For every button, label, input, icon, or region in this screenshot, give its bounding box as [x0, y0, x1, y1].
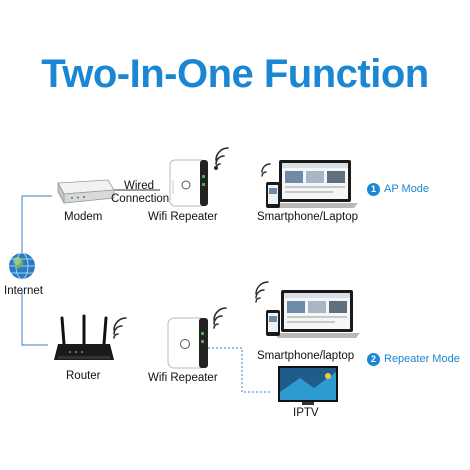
- mode-number: 2: [367, 353, 380, 366]
- laptop-icon: [274, 290, 360, 338]
- wifi-repeater-label: Wifi Repeater: [148, 372, 218, 384]
- globe-icon: [9, 252, 35, 280]
- mode-badge-repeater: 2 Repeater Mode: [367, 352, 460, 367]
- router-icon: [54, 314, 114, 360]
- mode-number: 1: [367, 183, 380, 196]
- wifi-signal-icon: [214, 147, 229, 171]
- mode-label: Repeater Mode: [384, 353, 460, 365]
- wired-label-line2: Connection: [111, 193, 170, 205]
- smartphone-laptop-label: Smartphone/Laptop: [257, 211, 359, 223]
- wifi-signal-icon: [113, 317, 127, 339]
- modem-icon: [57, 179, 115, 204]
- wifi-repeater-icon: [169, 159, 208, 207]
- smartphone-icon: [266, 182, 280, 208]
- smartphone-icon: [266, 310, 280, 336]
- wifi-signal-icon: [213, 307, 227, 329]
- tv-icon: [278, 366, 338, 405]
- page-title: Two-In-One Function: [41, 52, 429, 96]
- connector-lines: [21, 189, 272, 393]
- laptop-icon: [272, 160, 358, 208]
- mode-label: AP Mode: [384, 183, 430, 195]
- wifi-repeater-label: Wifi Repeater: [148, 211, 218, 223]
- mode-badge-ap: 1 AP Mode: [367, 182, 429, 197]
- modem-label: Modem: [64, 211, 103, 223]
- wired-label-line1: Wired: [124, 180, 155, 192]
- router-label: Router: [66, 370, 101, 382]
- wifi-repeater-icon: [167, 317, 208, 369]
- smartphone-laptop-label: Smartphone/laptop: [257, 350, 355, 362]
- iptv-label: IPTV: [293, 407, 319, 419]
- wifi-signal-icon: [261, 163, 271, 177]
- internet-label: Internet: [4, 285, 43, 297]
- wifi-signal-icon: [255, 281, 269, 303]
